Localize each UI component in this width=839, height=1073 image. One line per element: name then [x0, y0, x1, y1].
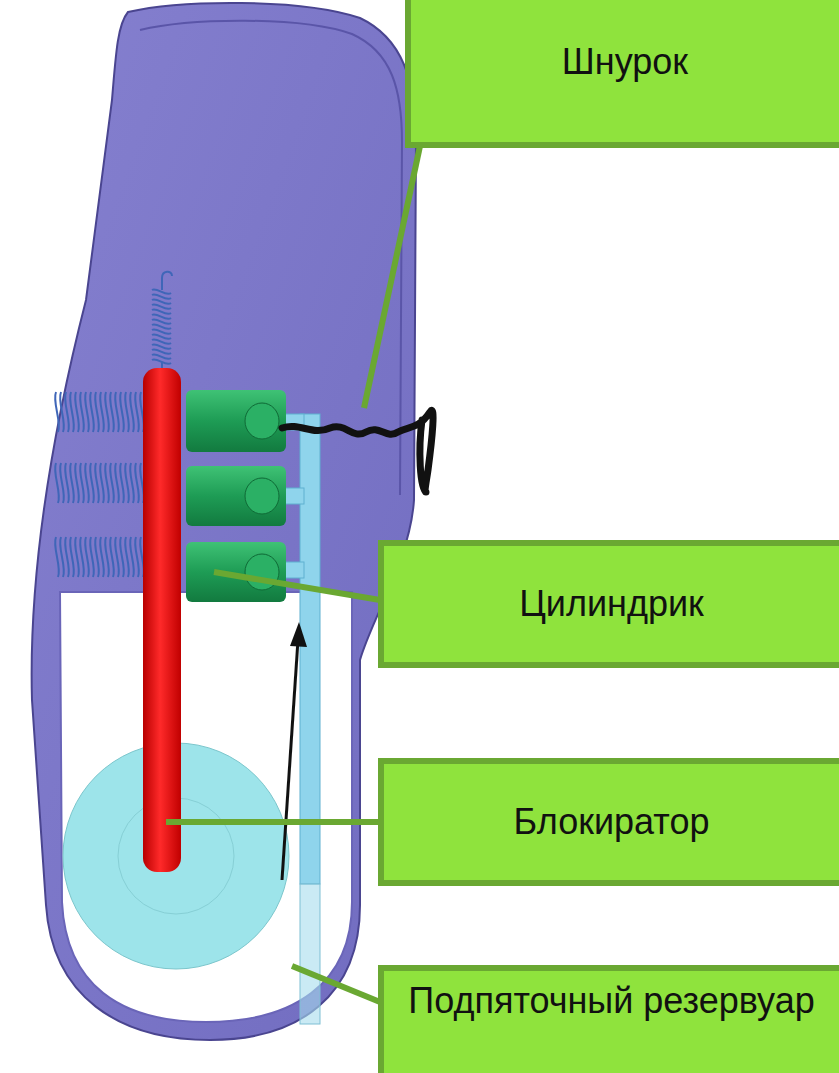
- callout-box: Блокиратор: [378, 758, 839, 886]
- spring-coil: [95, 392, 99, 432]
- leader-line: [292, 966, 380, 1002]
- spring-coil: [70, 463, 74, 503]
- spring-coil: [65, 463, 69, 503]
- spring-coil: [60, 537, 64, 577]
- spring-coil: [85, 537, 89, 577]
- spring-coil: [152, 349, 171, 354]
- blocker-bar: [143, 368, 181, 872]
- callout-label: Блокиратор: [514, 800, 710, 844]
- spring-coil: [120, 392, 124, 432]
- cylinder-hole: [245, 478, 279, 514]
- spring-coil: [90, 537, 94, 577]
- callout-label: Цилиндрик: [519, 582, 704, 626]
- leader-line: [364, 146, 420, 408]
- spring-coil: [152, 309, 171, 314]
- callout-box: Шнурок: [405, 0, 839, 148]
- spring-coil: [135, 463, 139, 503]
- spring-coil: [115, 537, 119, 577]
- spring-coil: [125, 537, 129, 577]
- spring-coil: [105, 463, 109, 503]
- spring-coil: [152, 314, 171, 319]
- spring-coil: [105, 392, 109, 432]
- insole-outline: [32, 3, 416, 1040]
- spring-coil: [100, 537, 104, 577]
- spring-coil: [80, 392, 84, 432]
- spring-coil: [120, 537, 124, 577]
- cylinders: [186, 390, 286, 602]
- spring-coil: [85, 463, 89, 503]
- spring-coil: [75, 463, 79, 503]
- spring-coil: [152, 299, 171, 304]
- spring-coil: [130, 537, 134, 577]
- spring-coil: [152, 329, 171, 334]
- spring-coil: [152, 289, 171, 294]
- spring-coil: [152, 304, 171, 309]
- spring-coil: [75, 537, 79, 577]
- spring-coil: [152, 334, 171, 339]
- spring-coil: [110, 392, 114, 432]
- spring-coil: [70, 392, 74, 432]
- cylinder: [186, 390, 286, 452]
- cylinder-hole: [245, 403, 279, 439]
- spring-coil: [65, 537, 69, 577]
- pusher-bar-lower: [300, 884, 320, 1024]
- spring-coil: [125, 392, 129, 432]
- spring-coil: [60, 463, 64, 503]
- spring-coil: [90, 392, 94, 432]
- spring-coil: [135, 537, 139, 577]
- spring-coil: [65, 392, 69, 432]
- cylinder: [186, 542, 286, 602]
- lace: [282, 410, 433, 492]
- spring-coil: [110, 463, 114, 503]
- spring-coil: [152, 324, 171, 329]
- spring-coil: [135, 392, 139, 432]
- spring-coil: [55, 463, 59, 503]
- spring-coil: [125, 463, 129, 503]
- spring-coil: [130, 463, 134, 503]
- motion-arrowhead: [290, 622, 307, 647]
- leader-line: [166, 819, 380, 825]
- spring-coil: [55, 537, 59, 577]
- callout-box: Цилиндрик: [378, 540, 839, 668]
- spring-coil: [100, 392, 104, 432]
- spring-coil: [95, 537, 99, 577]
- spring-coil: [105, 537, 109, 577]
- leader-line: [214, 572, 380, 600]
- spring-hook: [162, 272, 172, 290]
- spring-coil: [60, 392, 64, 432]
- spring-coil: [90, 463, 94, 503]
- callout-label: Шнурок: [562, 40, 688, 84]
- spring-coil: [115, 463, 119, 503]
- spring-coil: [80, 537, 84, 577]
- spring-coil: [80, 463, 84, 503]
- spring-coil: [70, 537, 74, 577]
- motion-arrow: [282, 640, 298, 880]
- spring-coil: [115, 392, 119, 432]
- spring-coil: [110, 537, 114, 577]
- callout-label: Подпяточный резервуар: [408, 979, 814, 1023]
- spring-coil: [75, 392, 79, 432]
- spring-coil: [130, 392, 134, 432]
- cylinder: [186, 466, 286, 526]
- spring-coil: [152, 294, 171, 299]
- spring-coil: [95, 463, 99, 503]
- spring-coil: [100, 463, 104, 503]
- spring-coil: [85, 392, 89, 432]
- spring-coil: [152, 339, 171, 344]
- spring-coil: [152, 344, 171, 349]
- spring-coil: [120, 463, 124, 503]
- callout-box: Подпяточный резервуар: [378, 965, 839, 1073]
- spring-coil: [55, 392, 59, 432]
- spring-coil: [152, 319, 171, 324]
- pusher-bar: [300, 414, 320, 884]
- spring-coil: [152, 354, 171, 359]
